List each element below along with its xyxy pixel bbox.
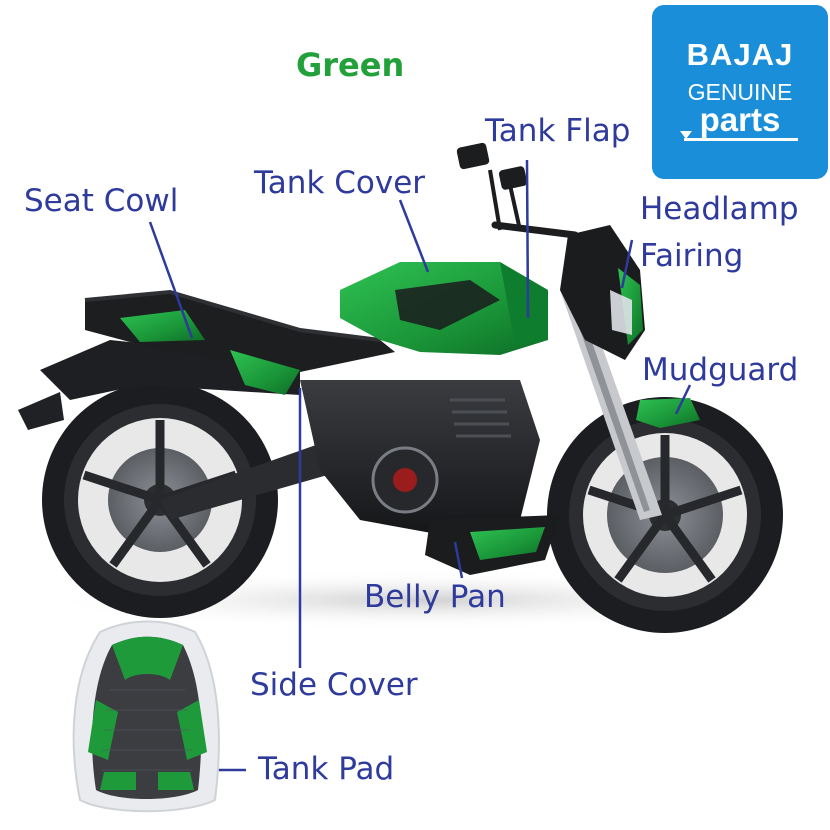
handlebar [491, 221, 579, 239]
page-title: Green [296, 46, 405, 84]
bajaj-logo: BAJAJ GENUINE parts [652, 5, 828, 179]
label-belly-pan: Belly Pan [364, 579, 506, 615]
logo-line-3: parts [699, 101, 781, 138]
label-mudguard: Mudguard [642, 352, 799, 388]
label-tank-cover: Tank Cover [254, 165, 426, 201]
label-side-cover: Side Cover [250, 667, 418, 703]
logo-line-2: GENUINE [687, 79, 793, 105]
label-headlamp: Headlamp [640, 191, 799, 227]
label-seat-cowl: Seat Cowl [24, 183, 179, 219]
logo-line-1: BAJAJ [686, 37, 794, 72]
logo-check-icon [680, 131, 692, 139]
number-plate-holder [18, 392, 64, 430]
mirror-right [498, 166, 528, 190]
logo-underline [684, 138, 798, 141]
front-mudguard [636, 398, 700, 428]
label-fairing: Fairing [640, 238, 744, 274]
label-tank-flap: Tank Flap [485, 113, 631, 149]
label-tank-pad: Tank Pad [258, 751, 395, 787]
mirror-left [456, 142, 490, 170]
seat [85, 292, 395, 372]
tank-pad [72, 620, 220, 813]
front-wheel [547, 397, 783, 633]
callout-lines [148, 159, 692, 772]
side-cover-panel [230, 350, 300, 395]
tank-flap-panel [500, 262, 548, 345]
